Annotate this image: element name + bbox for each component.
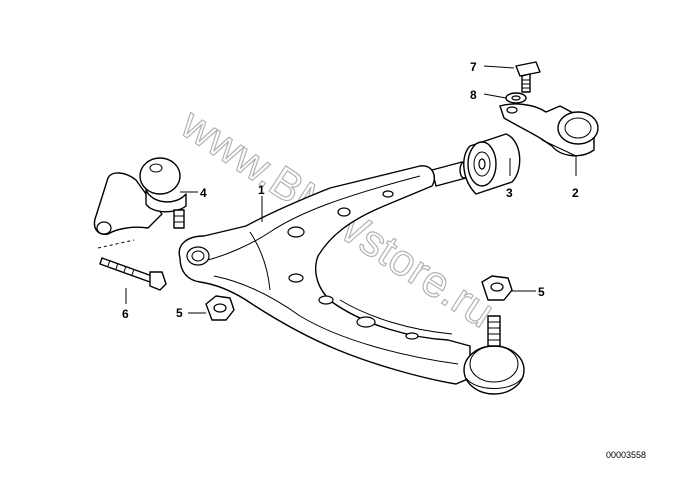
- ball-joint: [93, 157, 187, 235]
- callout-labels: 1 2 3 4 5 5 6 7 8: [122, 60, 579, 321]
- assembly-line: [97, 239, 135, 249]
- callout-8: 8: [470, 88, 477, 102]
- callout-2: 2: [572, 186, 579, 200]
- leader-lines: [125, 65, 577, 314]
- hex-nut-right: [481, 275, 513, 301]
- washer: [505, 92, 527, 104]
- hex-bolt: [99, 257, 167, 291]
- callout-5-left: 5: [176, 306, 183, 320]
- document-number: 00003558: [606, 450, 647, 460]
- hex-nut-left: [205, 295, 235, 321]
- control-arm: [178, 161, 525, 395]
- callout-7: 7: [470, 60, 477, 74]
- callout-3: 3: [506, 186, 513, 200]
- callout-5-right: 5: [538, 285, 545, 299]
- callout-1: 1: [258, 183, 265, 197]
- screw: [515, 61, 541, 93]
- bracket: [499, 103, 599, 157]
- callout-6: 6: [122, 307, 129, 321]
- rubber-bushing: [463, 133, 521, 195]
- callout-4: 4: [200, 186, 207, 200]
